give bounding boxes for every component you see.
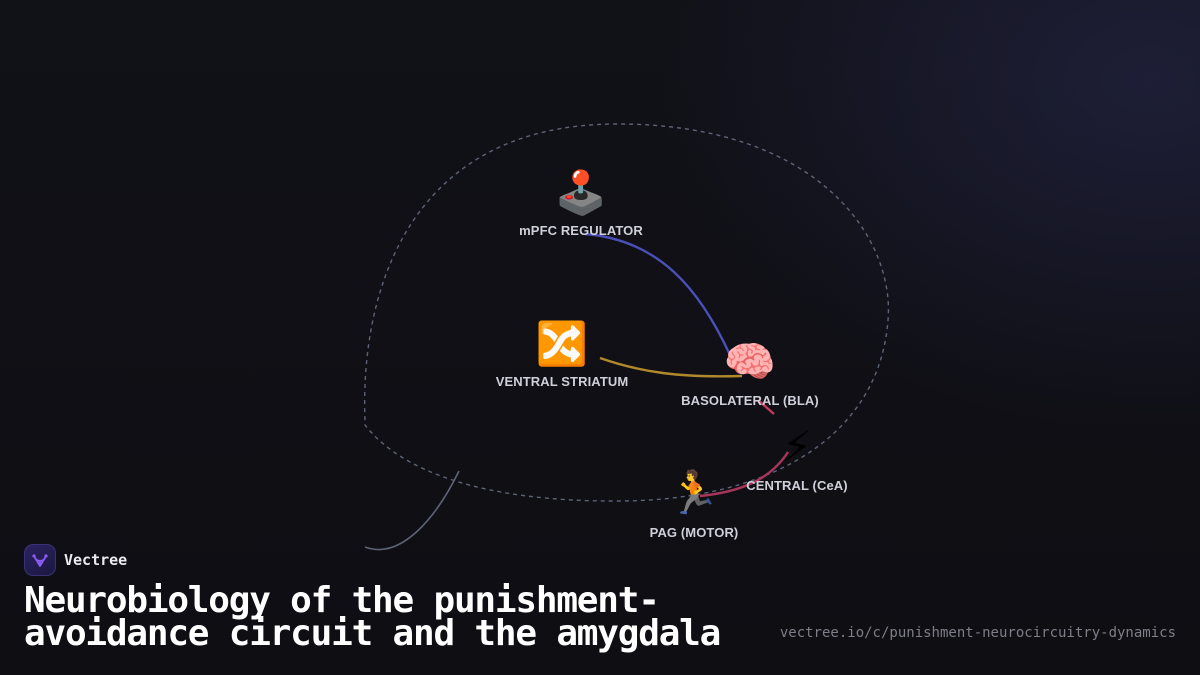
running-person-icon: 🏃	[667, 468, 721, 517]
edge-bla-to-cea	[757, 399, 775, 415]
edge-striatum-to-bla	[599, 356, 743, 378]
brand[interactable]: Vectree	[24, 544, 127, 576]
edge-cea-to-pag	[699, 451, 790, 498]
edge-mpfc-to-bla	[584, 232, 732, 356]
node-label-pag: PAG (MOTOR)	[649, 525, 739, 540]
vectree-tree-icon	[24, 544, 56, 576]
brand-name: Vectree	[64, 551, 128, 569]
brain-icon: 🧠	[723, 337, 777, 386]
node-label-cea: CENTRAL (CeA)	[746, 478, 848, 493]
joystick-icon: 🕹️	[554, 168, 608, 217]
shuffle-icon: 🔀	[535, 319, 589, 368]
page-title: Neurobiology of the punishment-avoidance…	[24, 580, 721, 654]
lightning-icon: ⚡	[782, 422, 812, 471]
node-label-mpfc: mPFC REGULATOR	[519, 223, 643, 238]
brain-stem-line	[364, 470, 460, 551]
node-label-ventral-striatum: VENTRAL STRIATUM	[495, 374, 629, 389]
node-label-bla: BASOLATERAL (BLA)	[681, 393, 819, 408]
brain-outline	[363, 123, 890, 502]
page-url[interactable]: vectree.io/c/punishment-neurocircuitry-d…	[779, 625, 1176, 641]
